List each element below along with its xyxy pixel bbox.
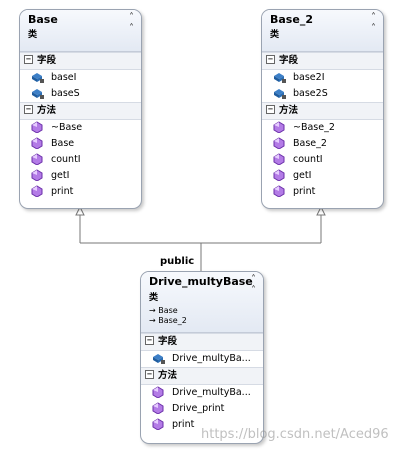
class-box-drive-multybase[interactable]: Drive_multyBase 类 ˄˄ → Base → Base_2 −字段… <box>140 271 264 444</box>
method-row[interactable]: Base_2 <box>262 136 383 152</box>
class-stereotype: 类 <box>28 30 38 40</box>
field-icon <box>274 72 286 83</box>
collapse-chevron-icon[interactable]: ˄˄ <box>251 274 256 296</box>
class-stereotype: 类 <box>270 30 280 40</box>
method-icon <box>152 417 164 430</box>
section-toggle-icon[interactable]: − <box>266 105 275 114</box>
method-row[interactable]: Base <box>20 136 141 152</box>
method-icon <box>152 401 164 414</box>
class-header[interactable]: Base 类 ˄˄ <box>20 10 141 52</box>
field-row[interactable]: Drive_multyBa... <box>141 351 263 367</box>
fields-section-header[interactable]: −字段 <box>141 333 263 351</box>
class-header[interactable]: Base_2 类 ˄˄ <box>262 10 383 52</box>
collapse-chevron-icon[interactable]: ˄˄ <box>129 12 134 34</box>
method-row[interactable]: countI <box>262 152 383 168</box>
section-toggle-icon[interactable]: − <box>266 55 275 64</box>
method-row[interactable]: print <box>20 184 141 200</box>
section-toggle-icon[interactable]: − <box>145 336 154 345</box>
method-icon <box>273 152 285 165</box>
watermark-text: https://blog.csdn.net/Aced96 <box>201 427 389 442</box>
class-name: Drive_multyBase <box>149 275 253 288</box>
class-box-base-2[interactable]: Base_2 类 ˄˄ −字段 base2I base2S −方法 ~Base_… <box>261 9 384 209</box>
field-icon <box>274 88 286 99</box>
method-icon <box>31 136 43 149</box>
method-icon <box>31 120 43 133</box>
field-row[interactable]: baseI <box>20 70 141 86</box>
class-name: Base <box>28 13 58 26</box>
field-icon <box>32 72 44 83</box>
fields-section-header[interactable]: −字段 <box>20 52 141 70</box>
section-toggle-icon[interactable]: − <box>145 370 154 379</box>
inheritance-arrow-base <box>75 205 85 216</box>
field-row[interactable]: base2S <box>262 86 383 102</box>
method-row[interactable]: ~Base <box>20 120 141 136</box>
method-icon <box>31 168 43 181</box>
connector-label: public <box>160 256 195 267</box>
method-row[interactable]: print <box>262 184 383 200</box>
method-icon <box>31 184 43 197</box>
section-toggle-icon[interactable]: − <box>24 55 33 64</box>
method-icon <box>273 184 285 197</box>
field-row[interactable]: base2I <box>262 70 383 86</box>
inheritance-arrow-base2 <box>316 205 326 216</box>
method-icon <box>152 385 164 398</box>
section-toggle-icon[interactable]: − <box>24 105 33 114</box>
method-icon <box>273 136 285 149</box>
fields-section-header[interactable]: −字段 <box>262 52 383 70</box>
class-name: Base_2 <box>270 13 313 26</box>
base-class-ref: → Base_2 <box>149 316 187 325</box>
method-row[interactable]: getI <box>262 168 383 184</box>
class-stereotype: 类 <box>149 293 159 303</box>
method-row[interactable]: countI <box>20 152 141 168</box>
collapse-chevron-icon[interactable]: ˄˄ <box>371 12 376 34</box>
field-icon <box>32 88 44 99</box>
field-row[interactable]: baseS <box>20 86 141 102</box>
method-icon <box>31 152 43 165</box>
method-row[interactable]: ~Base_2 <box>262 120 383 136</box>
method-row[interactable]: Drive_multyBa... <box>141 385 263 401</box>
base-class-list: → Base → Base_2 <box>149 306 187 326</box>
method-icon <box>273 168 285 181</box>
methods-section-header[interactable]: −方法 <box>141 367 263 385</box>
class-header[interactable]: Drive_multyBase 类 ˄˄ → Base → Base_2 <box>141 272 263 333</box>
base-class-ref: → Base <box>149 306 178 315</box>
method-row[interactable]: getI <box>20 168 141 184</box>
methods-section-header[interactable]: −方法 <box>20 102 141 120</box>
method-row[interactable]: Drive_print <box>141 401 263 417</box>
field-icon <box>153 353 165 364</box>
method-icon <box>273 120 285 133</box>
methods-section-header[interactable]: −方法 <box>262 102 383 120</box>
class-box-base[interactable]: Base 类 ˄˄ −字段 baseI baseS −方法 ~Base Base… <box>19 9 142 209</box>
method-row[interactable]: print <box>141 417 263 433</box>
